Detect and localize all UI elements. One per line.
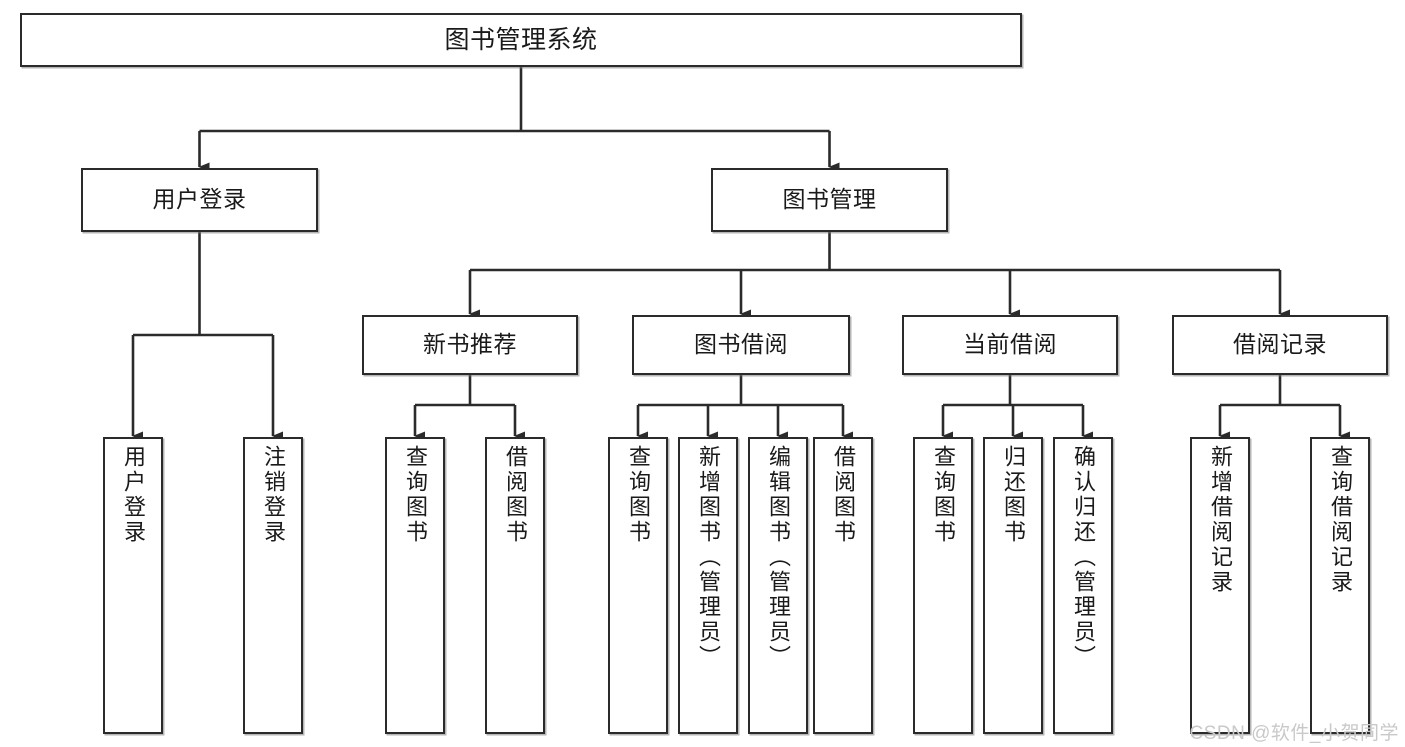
node-leaf-user-login[interactable]: 用户登录	[103, 437, 163, 734]
node-label-leaf-user-logout: 注销登录	[261, 445, 286, 545]
node-label-leaf-return-book: 归还图书	[1001, 445, 1026, 545]
watermark-text: CSDN @软件_小贺同学	[1189, 723, 1399, 744]
node-leaf-borrow-book-1[interactable]: 借阅图书	[485, 437, 545, 734]
node-label-leaf-query-book-2: 查询图书	[626, 445, 651, 545]
node-leaf-borrow-book-2[interactable]: 借阅图书	[813, 437, 873, 734]
node-label-leaf-query-record: 查询借阅记录	[1328, 445, 1353, 595]
node-leaf-edit-book[interactable]: 编辑图书（管理员）	[748, 437, 808, 734]
node-label-current-borrow: 当前借阅	[963, 331, 1057, 358]
node-label-leaf-borrow-book-1: 借阅图书	[503, 445, 528, 545]
node-label-root: 图书管理系统	[444, 26, 598, 54]
node-current-borrow[interactable]: 当前借阅	[902, 315, 1118, 375]
node-leaf-return-book[interactable]: 归还图书	[983, 437, 1043, 734]
node-leaf-add-record[interactable]: 新增借阅记录	[1190, 437, 1250, 734]
node-label-book-borrow: 图书借阅	[694, 331, 788, 358]
connector-group	[131, 67, 1350, 441]
node-leaf-query-book-3[interactable]: 查询图书	[913, 437, 973, 734]
node-label-leaf-query-book-3: 查询图书	[931, 445, 956, 545]
node-leaf-add-book[interactable]: 新增图书（管理员）	[678, 437, 738, 734]
node-leaf-user-logout[interactable]: 注销登录	[243, 437, 303, 734]
node-root[interactable]: 图书管理系统	[20, 13, 1022, 67]
node-label-leaf-user-login: 用户登录	[121, 445, 146, 545]
node-label-leaf-borrow-book-2: 借阅图书	[831, 445, 856, 545]
node-leaf-confirm-return[interactable]: 确认归还（管理员）	[1053, 437, 1113, 734]
node-label-book-manage: 图书管理	[782, 186, 877, 213]
node-new-book-rec[interactable]: 新书推荐	[362, 315, 578, 375]
node-label-leaf-confirm-return: 确认归还（管理员）	[1071, 445, 1096, 670]
node-label-borrow-record: 借阅记录	[1233, 331, 1327, 358]
node-label-user-login: 用户登录	[152, 186, 247, 213]
node-leaf-query-book-2[interactable]: 查询图书	[608, 437, 668, 734]
node-book-borrow[interactable]: 图书借阅	[632, 315, 850, 375]
node-leaf-query-book-1[interactable]: 查询图书	[385, 437, 445, 734]
node-label-leaf-add-book: 新增图书（管理员）	[696, 445, 721, 670]
node-label-leaf-edit-book: 编辑图书（管理员）	[766, 445, 791, 670]
node-label-leaf-query-book-1: 查询图书	[403, 445, 428, 545]
node-borrow-record[interactable]: 借阅记录	[1172, 315, 1388, 375]
node-leaf-query-record[interactable]: 查询借阅记录	[1310, 437, 1370, 734]
node-label-new-book-rec: 新书推荐	[423, 331, 517, 358]
node-label-leaf-add-record: 新增借阅记录	[1208, 445, 1233, 595]
node-book-manage[interactable]: 图书管理	[711, 168, 948, 232]
node-user-login[interactable]: 用户登录	[81, 168, 318, 232]
